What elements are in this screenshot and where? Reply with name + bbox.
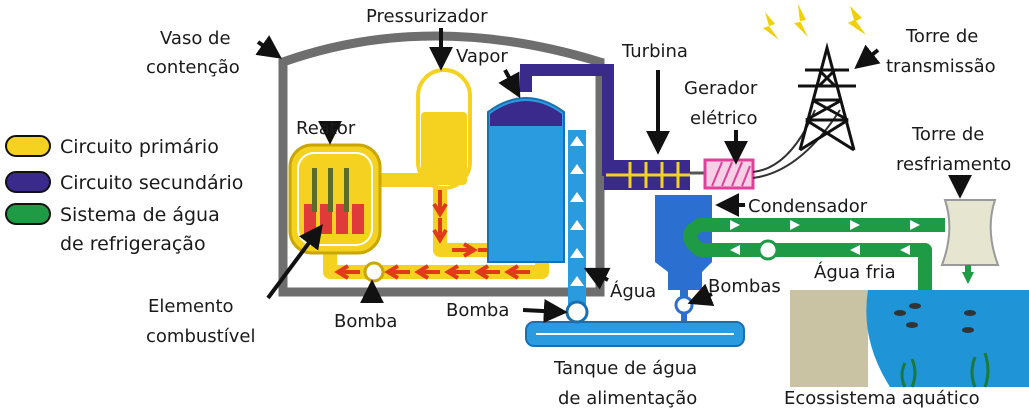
label-reator: Reator <box>296 118 356 139</box>
lightning-icons <box>763 4 866 40</box>
label-pressurizador: Pressurizador <box>366 6 488 27</box>
callout-arrows <box>255 28 972 324</box>
legend-swatch-primary <box>5 135 51 157</box>
water-body <box>866 290 1029 387</box>
label-bomba-secundaria: Bomba <box>446 300 509 321</box>
legend-label-secondary: Circuito secundário <box>60 172 243 194</box>
feedwater-arrows <box>570 136 584 286</box>
cooling-pump <box>757 239 779 261</box>
cooling-tower <box>940 199 1000 266</box>
primary-pump <box>363 261 385 283</box>
label-agua-fria: Água fria <box>814 261 896 283</box>
label-gerador-line2: elétrico <box>690 108 758 129</box>
label-condensador: Condensador <box>748 196 868 217</box>
label-bomba-primaria: Bomba <box>334 311 397 332</box>
label-torre-resfriamento-line1: Torre de <box>911 124 984 145</box>
steam-generator <box>487 97 565 263</box>
transmission-tower <box>798 42 856 152</box>
legend-swatch-cooling <box>5 203 51 225</box>
cooling-loop <box>683 218 945 290</box>
condenser <box>655 195 712 290</box>
label-elemento-line2: combustível <box>146 326 255 347</box>
label-elemento-line1: Elemento <box>148 296 234 317</box>
seaweed-icons <box>900 352 990 388</box>
label-ecossistema: Ecossistema aquático <box>784 388 980 409</box>
label-torre-transmissao-line1: Torre de <box>905 26 978 47</box>
fish-icons <box>894 303 976 333</box>
label-gerador-line1: Gerador <box>684 78 758 99</box>
cooling-flow-arrows <box>730 220 920 255</box>
legend-label-cooling-continuation: de refrigeração <box>60 233 206 255</box>
legend-label-primary: Circuito primário <box>60 136 219 158</box>
ground <box>790 290 868 387</box>
label-torre-resfriamento-line2: resfriamento <box>896 154 1011 175</box>
label-vapor: Vapor <box>456 46 508 67</box>
condenser-pump <box>674 295 694 315</box>
legend: Circuito primário Circuito secundário Si… <box>5 135 243 255</box>
legend-label-cooling: Sistema de água <box>60 204 220 226</box>
label-tanque-line1: Tanque de água <box>553 358 697 379</box>
label-agua: Água <box>610 280 656 302</box>
label-bombas: Bombas <box>708 276 781 297</box>
label-tanque-line2: de alimentação <box>558 388 697 409</box>
reactor-vessel <box>288 143 382 255</box>
label-vaso-line1: Vaso de <box>160 28 231 49</box>
label-vaso-line2: contenção <box>146 57 240 78</box>
label-turbina: Turbina <box>621 41 688 62</box>
label-torre-transmissao-line2: transmissão <box>886 56 996 77</box>
legend-swatch-secondary <box>5 171 51 193</box>
feedwater-pump <box>565 300 589 324</box>
